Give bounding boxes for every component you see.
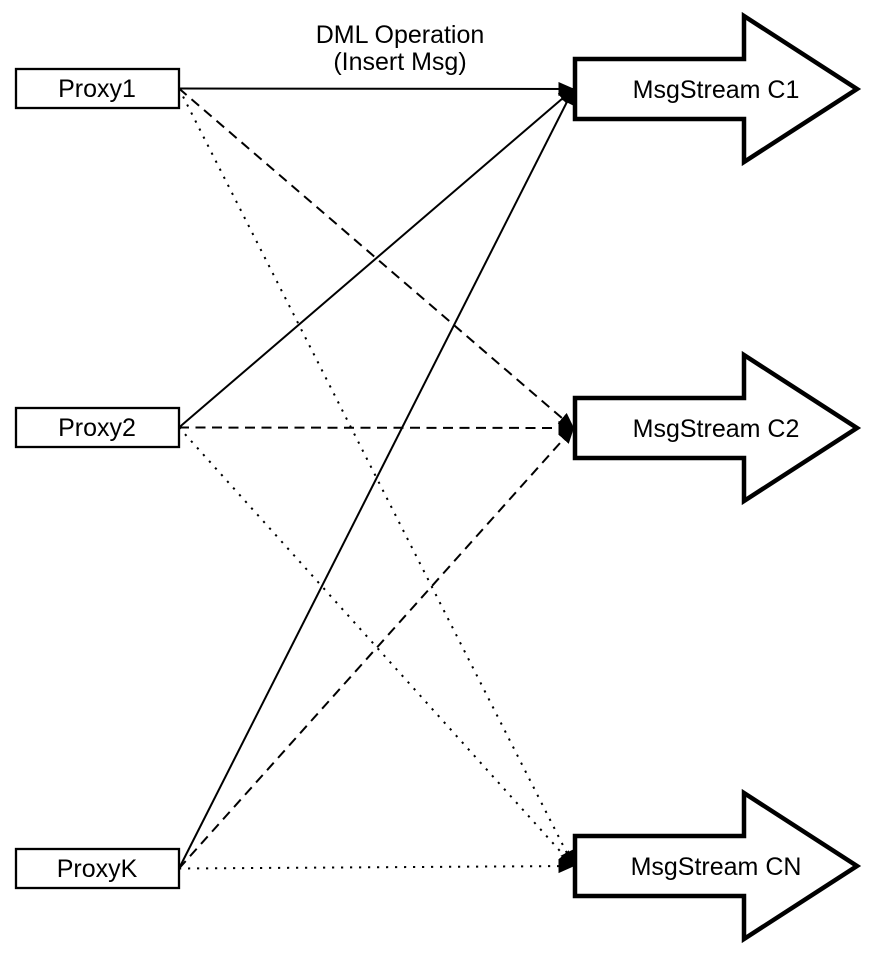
annotation-dml-operation: DML Operation [316,21,485,49]
msgstream-cn-label: MsgStream CN [631,853,802,881]
edge-proxyk-to-cn-dotted [178,859,575,874]
node-proxy1: Proxy1 [14,67,181,110]
edges-layer [178,81,575,874]
edge-proxy2-to-c1-solid [178,88,575,429]
proxyk-label: ProxyK [57,855,138,883]
edge-proxyk-to-c1-solid [178,88,575,869]
proxyk-box [14,847,181,890]
edge-proxy1-to-cn-dotted [178,88,575,867]
proxy2-label: Proxy2 [58,414,136,442]
node-proxyk: ProxyK [14,847,181,890]
proxy1-label: Proxy1 [58,75,136,103]
edge-proxy1-to-c2-dashed [178,87,575,429]
proxy1-box [14,67,181,110]
msgstream-c1-label: MsgStream C1 [633,76,800,104]
msgstream-c2-label: MsgStream C2 [633,415,800,443]
node-msgstream-c2: MsgStream C2 [572,350,862,506]
edge-proxyk-to-c2-dashed [178,427,575,870]
node-msgstream-c1: MsgStream C1 [572,11,862,167]
edge-proxy2-to-c2-dashed [178,420,575,435]
msgstream-c1-arrow-shape [572,11,862,167]
annotation-insert-msg: (Insert Msg) [333,48,466,76]
node-msgstream-cn: MsgStream CN [572,788,862,944]
edge-proxy1-to-c1-solid [178,81,575,96]
node-proxy2: Proxy2 [14,406,181,449]
msgstream-c2-arrow-shape [572,350,862,506]
proxy2-box [14,406,181,449]
msgstream-cn-arrow-shape [572,788,862,944]
